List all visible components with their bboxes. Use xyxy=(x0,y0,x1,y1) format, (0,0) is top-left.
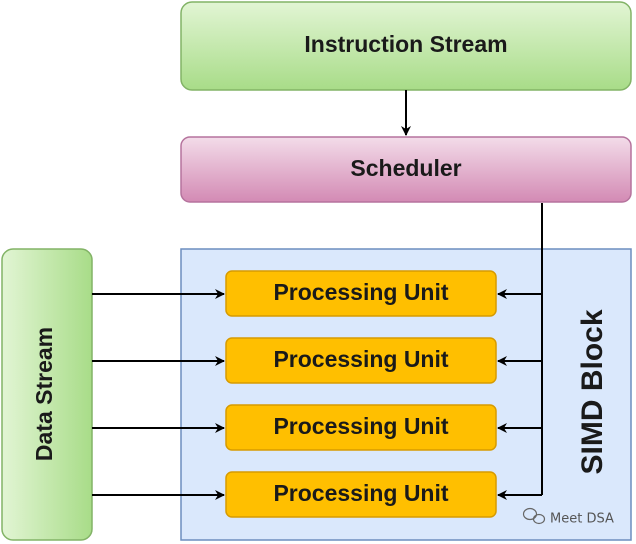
simd-block-label: SIMD Block xyxy=(576,309,609,474)
scheduler-box xyxy=(180,136,632,203)
watermark: Meet DSA xyxy=(522,507,614,527)
processing-unit-1-box xyxy=(225,270,497,317)
instruction-stream-label: Instruction Stream xyxy=(304,31,507,57)
processing-unit-2-box xyxy=(225,337,497,384)
processing-unit-3-box xyxy=(225,404,497,451)
processing-unit-4-label: Processing Unit xyxy=(273,480,448,506)
data-stream-label: Data Stream xyxy=(31,327,57,461)
scheduler-label: Scheduler xyxy=(350,155,461,181)
processing-unit-3-label: Processing Unit xyxy=(273,413,448,439)
data-stream-box xyxy=(1,248,93,541)
wechat-icon xyxy=(522,507,546,525)
processing-unit-1-label: Processing Unit xyxy=(273,279,448,305)
processing-unit-4-box xyxy=(225,471,497,518)
watermark-text: Meet DSA xyxy=(550,512,614,527)
processing-unit-2-label: Processing Unit xyxy=(273,346,448,372)
